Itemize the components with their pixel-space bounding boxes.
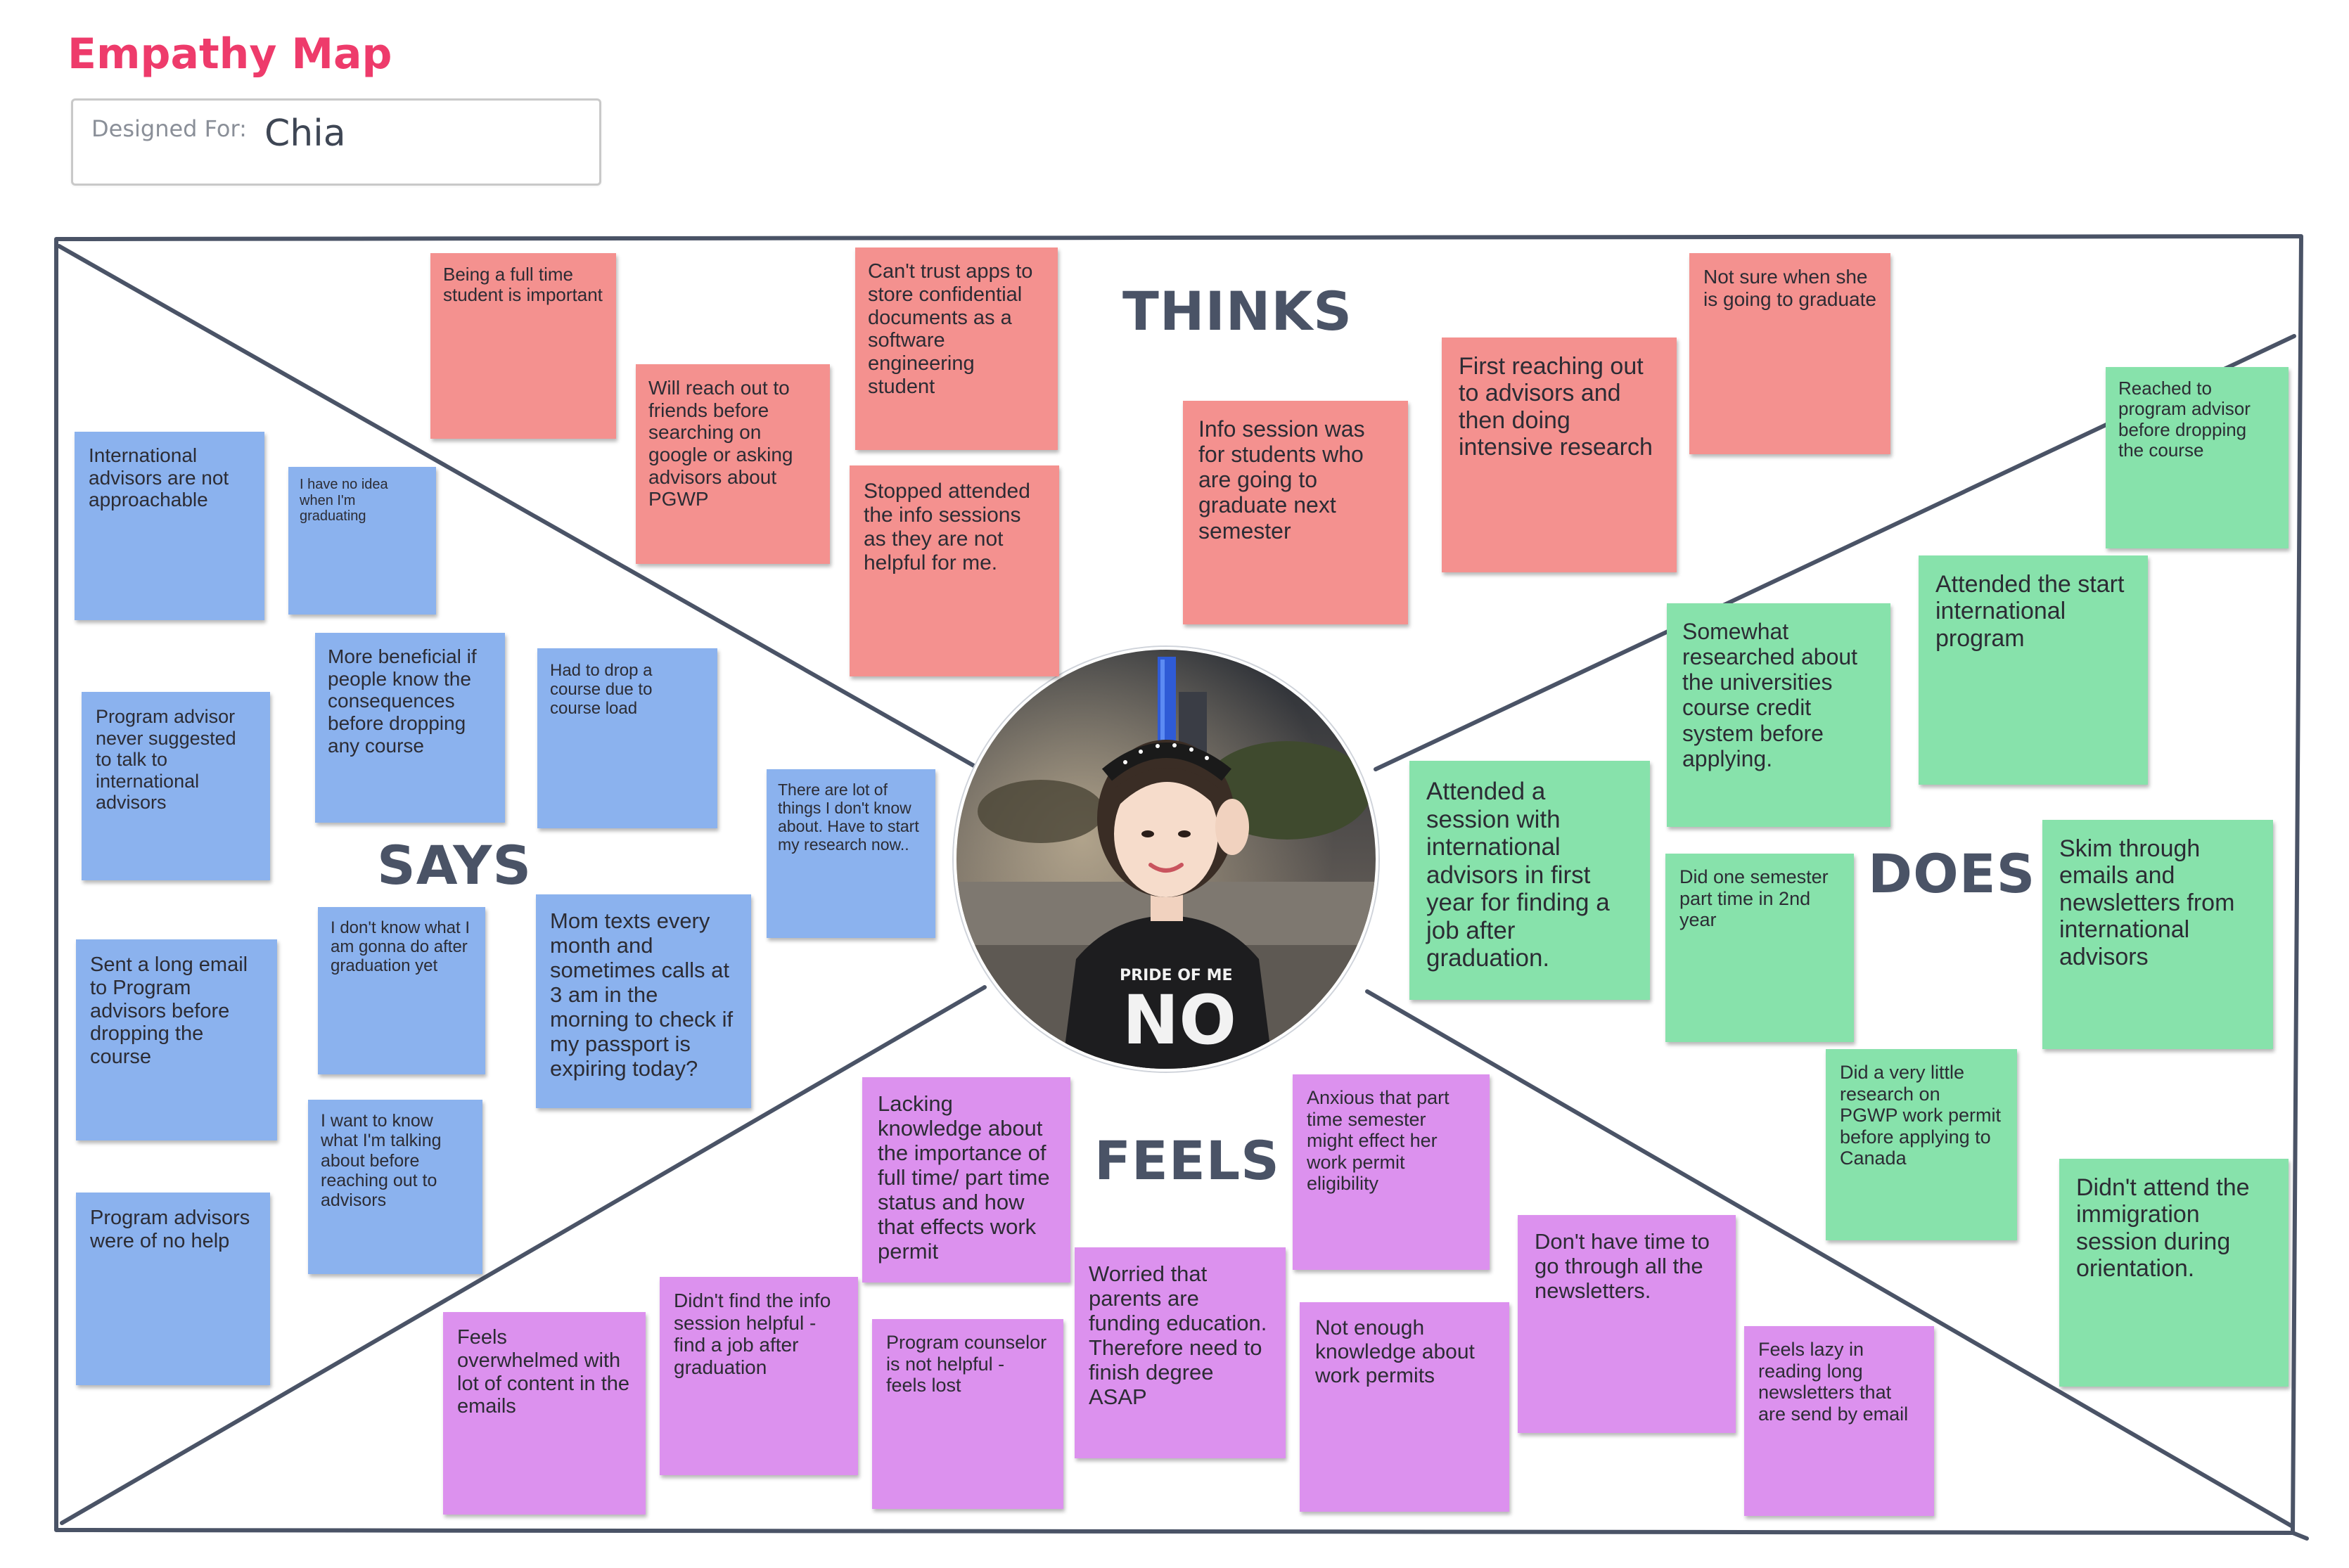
says-note[interactable]: Program advisors were of no help [76, 1193, 270, 1385]
says-note[interactable]: More beneficial if people know the conse… [315, 633, 505, 823]
frame-border [54, 234, 2309, 1541]
diagonal-bottom-left [60, 985, 987, 1525]
says-note[interactable]: There are lot of things I don't know abo… [767, 769, 935, 938]
persona-avatar: PRIDE OF ME NO [954, 647, 1378, 1072]
feels-note[interactable]: Don't have time to go through all the ne… [1518, 1215, 1736, 1433]
thinks-note[interactable]: First reaching out to advisors and then … [1442, 338, 1677, 572]
says-note[interactable]: Program advisor never suggested to talk … [82, 692, 270, 880]
thinks-note[interactable]: Stopped attended the info sessions as th… [850, 465, 1059, 676]
does-note[interactable]: Did a very little research on PGWP work … [1826, 1049, 2017, 1240]
says-note[interactable]: International advisors are not approacha… [75, 432, 264, 620]
thinks-note[interactable]: Not sure when she is going to graduate [1689, 253, 1890, 454]
diagonal-top-left [57, 244, 980, 770]
says-note[interactable]: I want to know what I'm talking about be… [308, 1100, 482, 1274]
does-note[interactable]: Attended the start international program [1919, 555, 2148, 785]
thinks-note[interactable]: Being a full time student is important [430, 253, 616, 439]
feels-note[interactable]: Worried that parents are funding educati… [1075, 1247, 1286, 1458]
thinks-label: THINKS [1122, 280, 1352, 342]
does-note[interactable]: Reached to program advisor before droppi… [2106, 367, 2289, 548]
feels-label: FEELS [1094, 1129, 1280, 1192]
does-note[interactable]: Attended a session with international ad… [1409, 761, 1650, 1000]
does-label: DOES [1868, 842, 2036, 905]
feels-note[interactable]: Feels overwhelmed with lot of content in… [443, 1312, 646, 1515]
svg-text:NO: NO [1122, 981, 1236, 1060]
does-note[interactable]: Did one semester part time in 2nd year [1665, 854, 1854, 1042]
thinks-note[interactable]: Info session was for students who are go… [1183, 401, 1408, 624]
thinks-note[interactable]: Can't trust apps to store confidential d… [855, 248, 1058, 450]
does-note[interactable]: Skim through emails and newsletters from… [2042, 820, 2273, 1049]
does-note[interactable]: Didn't attend the immigration session du… [2059, 1159, 2289, 1387]
does-note[interactable]: Somewhat researched about the universiti… [1667, 603, 1890, 827]
persona-photo-icon: PRIDE OF ME NO [956, 650, 1376, 1069]
designed-for-value[interactable]: Chia [264, 113, 346, 155]
thinks-note[interactable]: Will reach out to friends before searchi… [636, 364, 830, 564]
feels-note[interactable]: Program counselor is not helpful - feels… [872, 1319, 1063, 1509]
feels-note[interactable]: Didn't find the info session helpful - f… [660, 1277, 858, 1475]
feels-note[interactable]: Feels lazy in reading long newsletters t… [1744, 1326, 1934, 1516]
says-note[interactable]: I have no idea when I'm graduating [288, 467, 436, 615]
feels-note[interactable]: Not enough knowledge about work permits [1300, 1302, 1509, 1512]
says-note[interactable]: Had to drop a course due to course load [537, 648, 717, 828]
page-title: Empathy Map [68, 30, 392, 79]
says-note[interactable]: I don't know what I am gonna do after gr… [318, 907, 485, 1074]
diagonal-bottom-right [1365, 989, 2293, 1528]
svg-text:PRIDE OF ME: PRIDE OF ME [1120, 967, 1233, 984]
feels-note[interactable]: Lacking knowledge about the importance o… [862, 1077, 1070, 1283]
designed-for-label: Designed For: [91, 115, 247, 142]
designed-for-field[interactable] [71, 98, 601, 186]
says-note[interactable]: Mom texts every month and sometimes call… [536, 894, 751, 1108]
feels-note[interactable]: Anxious that part time semester might ef… [1293, 1074, 1490, 1270]
says-label: SAYS [377, 834, 532, 897]
says-note[interactable]: Sent a long email to Program advisors be… [76, 939, 277, 1140]
